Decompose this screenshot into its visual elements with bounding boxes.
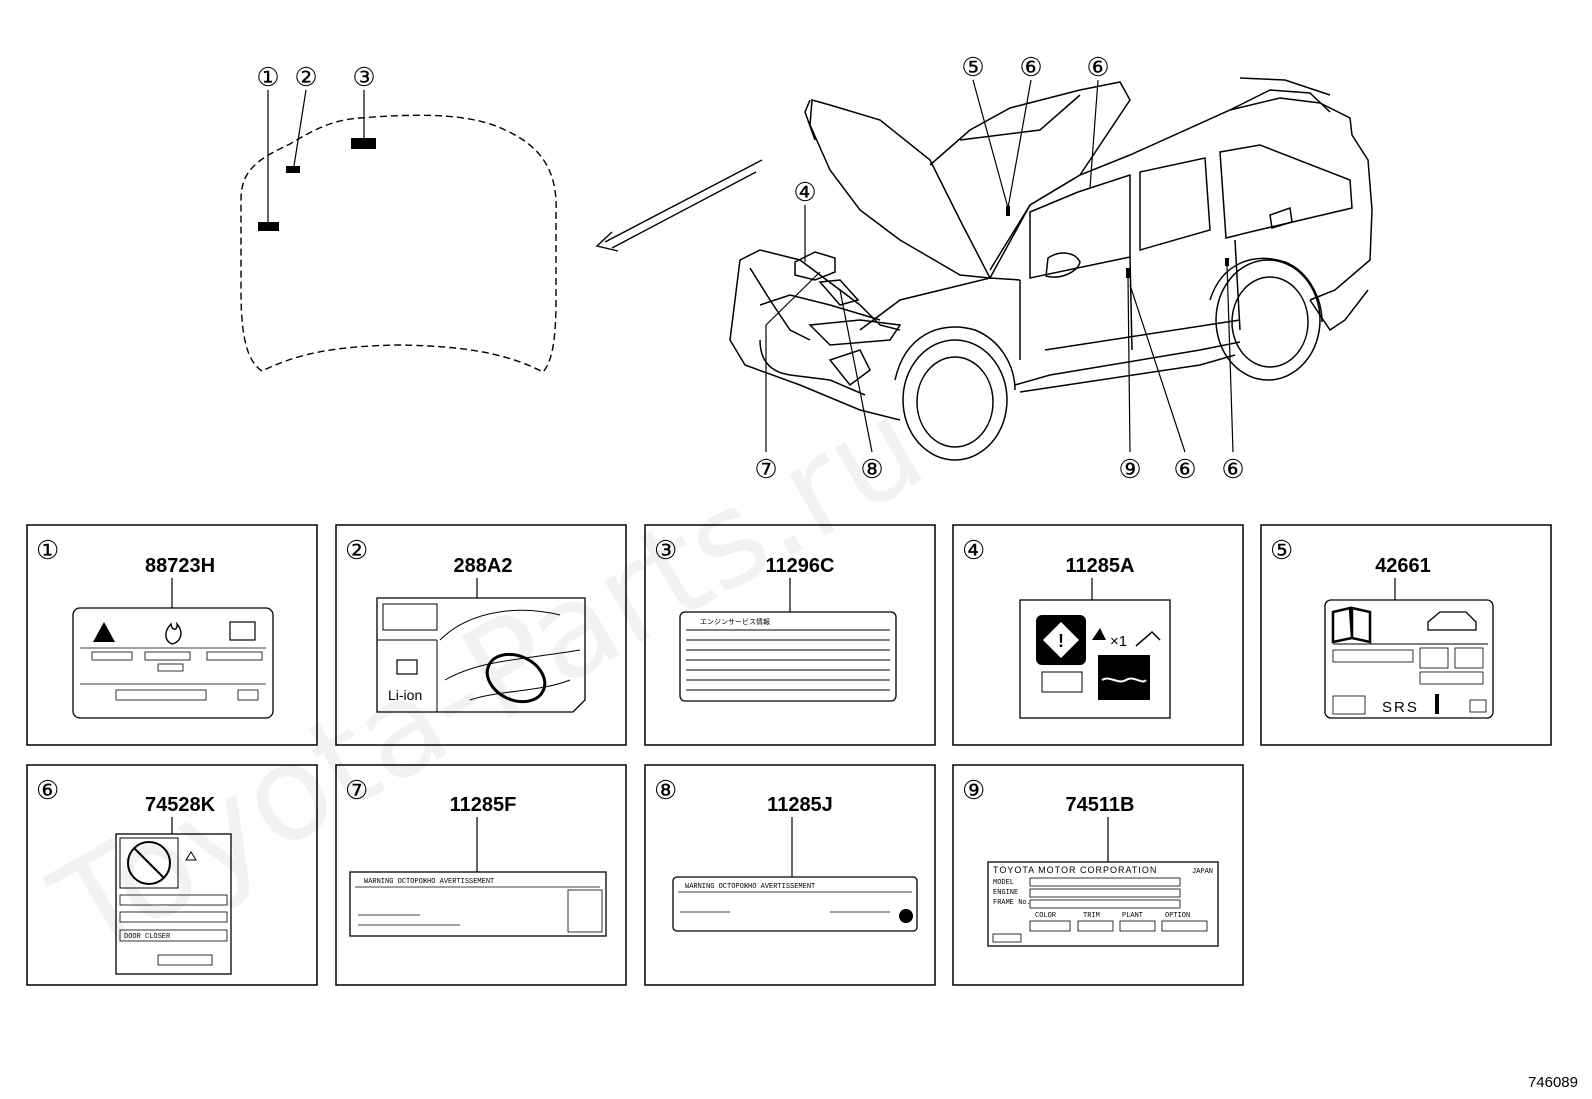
svg-text:!: !: [1058, 631, 1064, 651]
hood-outline: [240, 114, 557, 373]
hood-leaders: [267, 89, 365, 222]
panel-7-part-number: 11285F: [450, 794, 517, 816]
li-ion-text: Li-ion: [388, 687, 422, 703]
manual-icon: [382, 603, 438, 631]
panel-3-number: ③: [654, 535, 677, 565]
book-icon: [1331, 606, 1372, 644]
panel-8: ⑧ 11285J WARNING OCTOPOЖHO AVERTISSEMENT: [644, 764, 936, 986]
panel-5-part-number: 42661: [1375, 555, 1431, 577]
panel-7: ⑦ 11285F WARNING OCTOPOЖHO AVERTISSEMENT: [335, 764, 627, 986]
no-hand-icon: [127, 841, 171, 885]
japan-text: JAPAN: [1192, 868, 1213, 876]
panel-3: ③ 11296C エンジンサービス情報: [644, 524, 936, 746]
callout-6a: ⑥: [1019, 52, 1042, 82]
callout-2: ②: [294, 62, 317, 92]
callout-6b: ⑥: [1086, 52, 1109, 82]
srs-text: SRS: [1382, 699, 1419, 716]
panel-9: ⑨ 74511B TOYOTA MOTOR CORPORATION JAPAN …: [952, 764, 1244, 986]
panel-7-number: ⑦: [345, 775, 368, 805]
plant-text: PLANT: [1122, 912, 1143, 920]
car-icon: [1427, 611, 1477, 631]
panel-5-number: ⑤: [1270, 535, 1293, 565]
frame-text: FRAME No.: [993, 899, 1031, 907]
hood-callouts: ① ② ③: [256, 62, 375, 92]
panel-1-part-number: 88723H: [145, 555, 215, 577]
label-11285F: [349, 871, 607, 937]
panel-5: ⑤ 42661 SRS: [1260, 524, 1552, 746]
warning-triangle-icon: [93, 622, 115, 642]
callout-8: ⑧: [860, 454, 883, 484]
hood-label-1-marker: [258, 222, 279, 231]
label-11285J: [672, 876, 918, 932]
panel-2: ② 288A2 Li-ion: [335, 524, 627, 746]
callout-1: ①: [256, 62, 279, 92]
panel-1-number: ①: [36, 535, 59, 565]
door-closer-text: DOOR CLOSER: [124, 933, 171, 941]
panel-8-number: ⑧: [654, 775, 677, 805]
manual-icon: [1041, 671, 1083, 693]
srs-bar-icon: [1435, 694, 1439, 714]
car-callouts: ⑤ ⑥ ⑥ ④ ⑦ ⑧ ⑨ ⑥ ⑥: [754, 52, 1244, 484]
hood-label-3-marker: [351, 138, 376, 149]
highlight-ellipse: [485, 652, 547, 704]
jp-service-text: エンジンサービス情報: [700, 617, 770, 627]
battery-icon: [396, 659, 418, 675]
panel-2-part-number: 288A2: [454, 555, 513, 577]
panel-3-part-number: 11296C: [766, 555, 835, 577]
panel-4-number: ④: [962, 535, 985, 565]
panel-8-part-number: 11285J: [767, 794, 833, 816]
hood-label-2-marker: [286, 166, 300, 173]
panel-4: ④ 11285A ! ×1: [952, 524, 1244, 746]
label-11285A: [1019, 599, 1171, 719]
callout-5: ⑤: [961, 52, 984, 82]
panel-2-number: ②: [345, 535, 368, 565]
car-illustration: [729, 77, 1373, 461]
panel-6-number: ⑥: [36, 775, 59, 805]
car-label-markers: [1006, 206, 1229, 278]
panel-6: ⑥ 74528K DOOR CLOSER: [26, 764, 318, 986]
flame-icon: [165, 621, 182, 645]
direction-arrow: [595, 159, 763, 252]
manual-icon: [229, 621, 256, 641]
callout-6d: ⑥: [1221, 454, 1244, 484]
label-74511B: [987, 861, 1219, 947]
callout-6c: ⑥: [1173, 454, 1196, 484]
callout-9: ⑨: [1118, 454, 1141, 484]
hood-label-markers: [258, 138, 376, 231]
trim-text: TRIM: [1083, 912, 1100, 920]
watering-can-icon: [1135, 630, 1161, 647]
label-42661: [1324, 599, 1494, 719]
panel-9-part-number: 74511B: [1066, 794, 1135, 816]
car-leaders: [765, 79, 1234, 453]
warning-text-8: WARNING OCTOPOЖHO AVERTISSEMENT: [685, 883, 815, 891]
warning-text-7: WARNING OCTOPOЖHO AVERTISSEMENT: [364, 878, 494, 886]
coolant-drop-icon: [1092, 628, 1106, 640]
callout-3: ③: [352, 62, 375, 92]
panel-1: ① 88723H: [26, 524, 318, 746]
color-text: COLOR: [1035, 912, 1057, 920]
x1-text: ×1: [1110, 633, 1127, 650]
label-11296C: [679, 611, 897, 702]
model-text: MODEL: [993, 879, 1014, 887]
reservoir-icon: [1098, 655, 1150, 700]
mfr-text: TOYOTA MOTOR CORPORATION: [993, 865, 1157, 875]
label-74528K: [115, 833, 232, 975]
label-288A2: [376, 597, 586, 713]
option-text: OPTION: [1165, 912, 1190, 920]
round-icon: [899, 909, 913, 923]
panel-6-part-number: 74528K: [145, 794, 216, 816]
engine-text: ENGINE: [993, 889, 1018, 897]
callout-7: ⑦: [754, 454, 777, 484]
callout-4: ④: [793, 177, 816, 207]
panel-4-part-number: 11285A: [1066, 555, 1135, 577]
panel-9-number: ⑨: [962, 775, 985, 805]
label-88723H: [72, 607, 274, 719]
reference-code: 746089: [1527, 1074, 1578, 1091]
